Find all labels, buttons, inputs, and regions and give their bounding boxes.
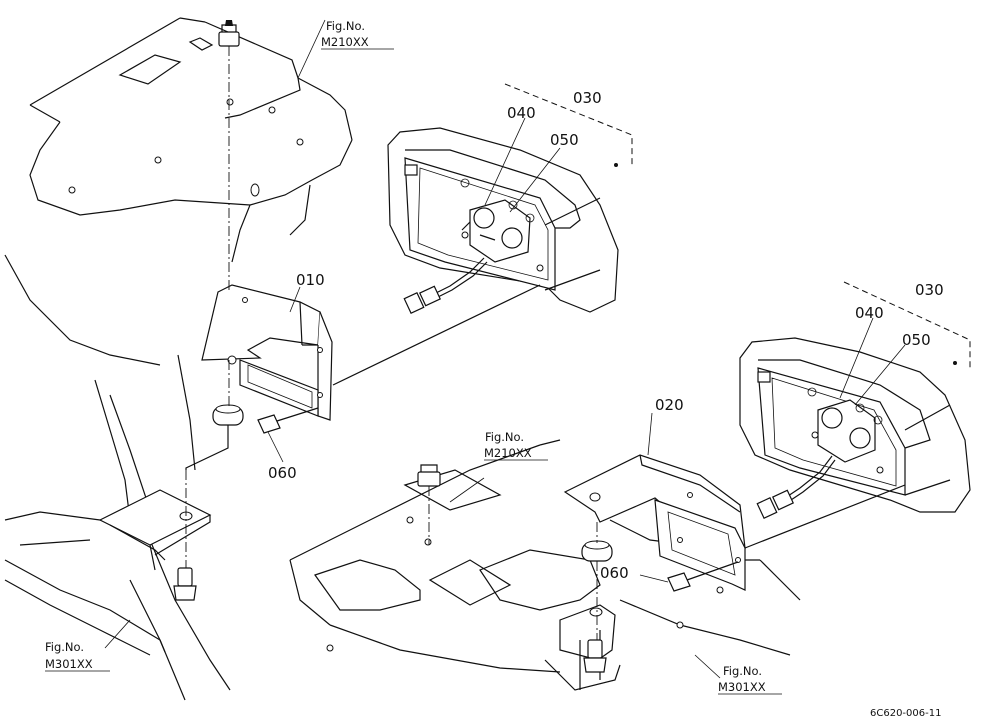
screw-060-right [667, 561, 739, 592]
fig-ref-top-left-line2: M210XX [321, 35, 369, 49]
bolt-bottom-left [173, 567, 197, 601]
harness-top [403, 257, 488, 315]
lower-mount-plate [544, 604, 621, 691]
upper-frame-plate [29, 17, 353, 263]
bracket-010 [201, 284, 333, 421]
fig-ref-bottom-left-line2: M301XX [45, 657, 93, 671]
group-dot-bottom [953, 361, 957, 365]
fig-ref-bottom-right-line2: M301XX [718, 680, 766, 694]
left-mount-plate [98, 489, 212, 571]
screw-060-left [257, 407, 319, 434]
lower-frame-plate [289, 439, 801, 673]
rubber-mount-left [212, 404, 244, 426]
nut-top-left [218, 20, 240, 47]
callout-050-bottom: 050 [902, 331, 931, 349]
group-bracket-030-top [504, 83, 633, 168]
fig-ref-bottom-left-line1: Fig.No. [45, 640, 84, 654]
leader-lines [104, 19, 906, 679]
fig-ref-top-left-line1: Fig.No. [326, 19, 365, 33]
rubber-mount-right [581, 540, 613, 562]
group-dot-top [614, 163, 618, 167]
fig-ref-center-line1: Fig.No. [485, 430, 524, 444]
left-side-frame [4, 254, 231, 701]
work-lamp-top [387, 127, 619, 313]
callout-060-right: 060 [600, 564, 629, 582]
drawing-number: 6C620-006-11 [870, 708, 941, 719]
callout-060-left: 060 [268, 464, 297, 482]
callout-020: 020 [655, 396, 684, 414]
callout-010: 010 [296, 271, 325, 289]
callout-040-bottom: 040 [855, 304, 884, 322]
callout-040-top: 040 [507, 104, 536, 122]
bracket-020 [563, 454, 746, 591]
fig-ref-bottom-right-line1: Fig.No. [723, 664, 762, 678]
leader-010-lamp [332, 284, 541, 386]
fig-ref-center-line2: M210XX [484, 446, 532, 460]
leader-020-lamp [744, 484, 906, 549]
callout-050-top: 050 [550, 131, 579, 149]
bolt-bottom-right [583, 639, 607, 673]
leader-left-connect [185, 425, 229, 470]
harness-bottom [756, 455, 836, 520]
work-lamp-bottom [739, 337, 971, 513]
callout-030-bottom: 030 [915, 281, 944, 299]
callout-030-top: 030 [573, 89, 602, 107]
nut-center [417, 464, 441, 487]
